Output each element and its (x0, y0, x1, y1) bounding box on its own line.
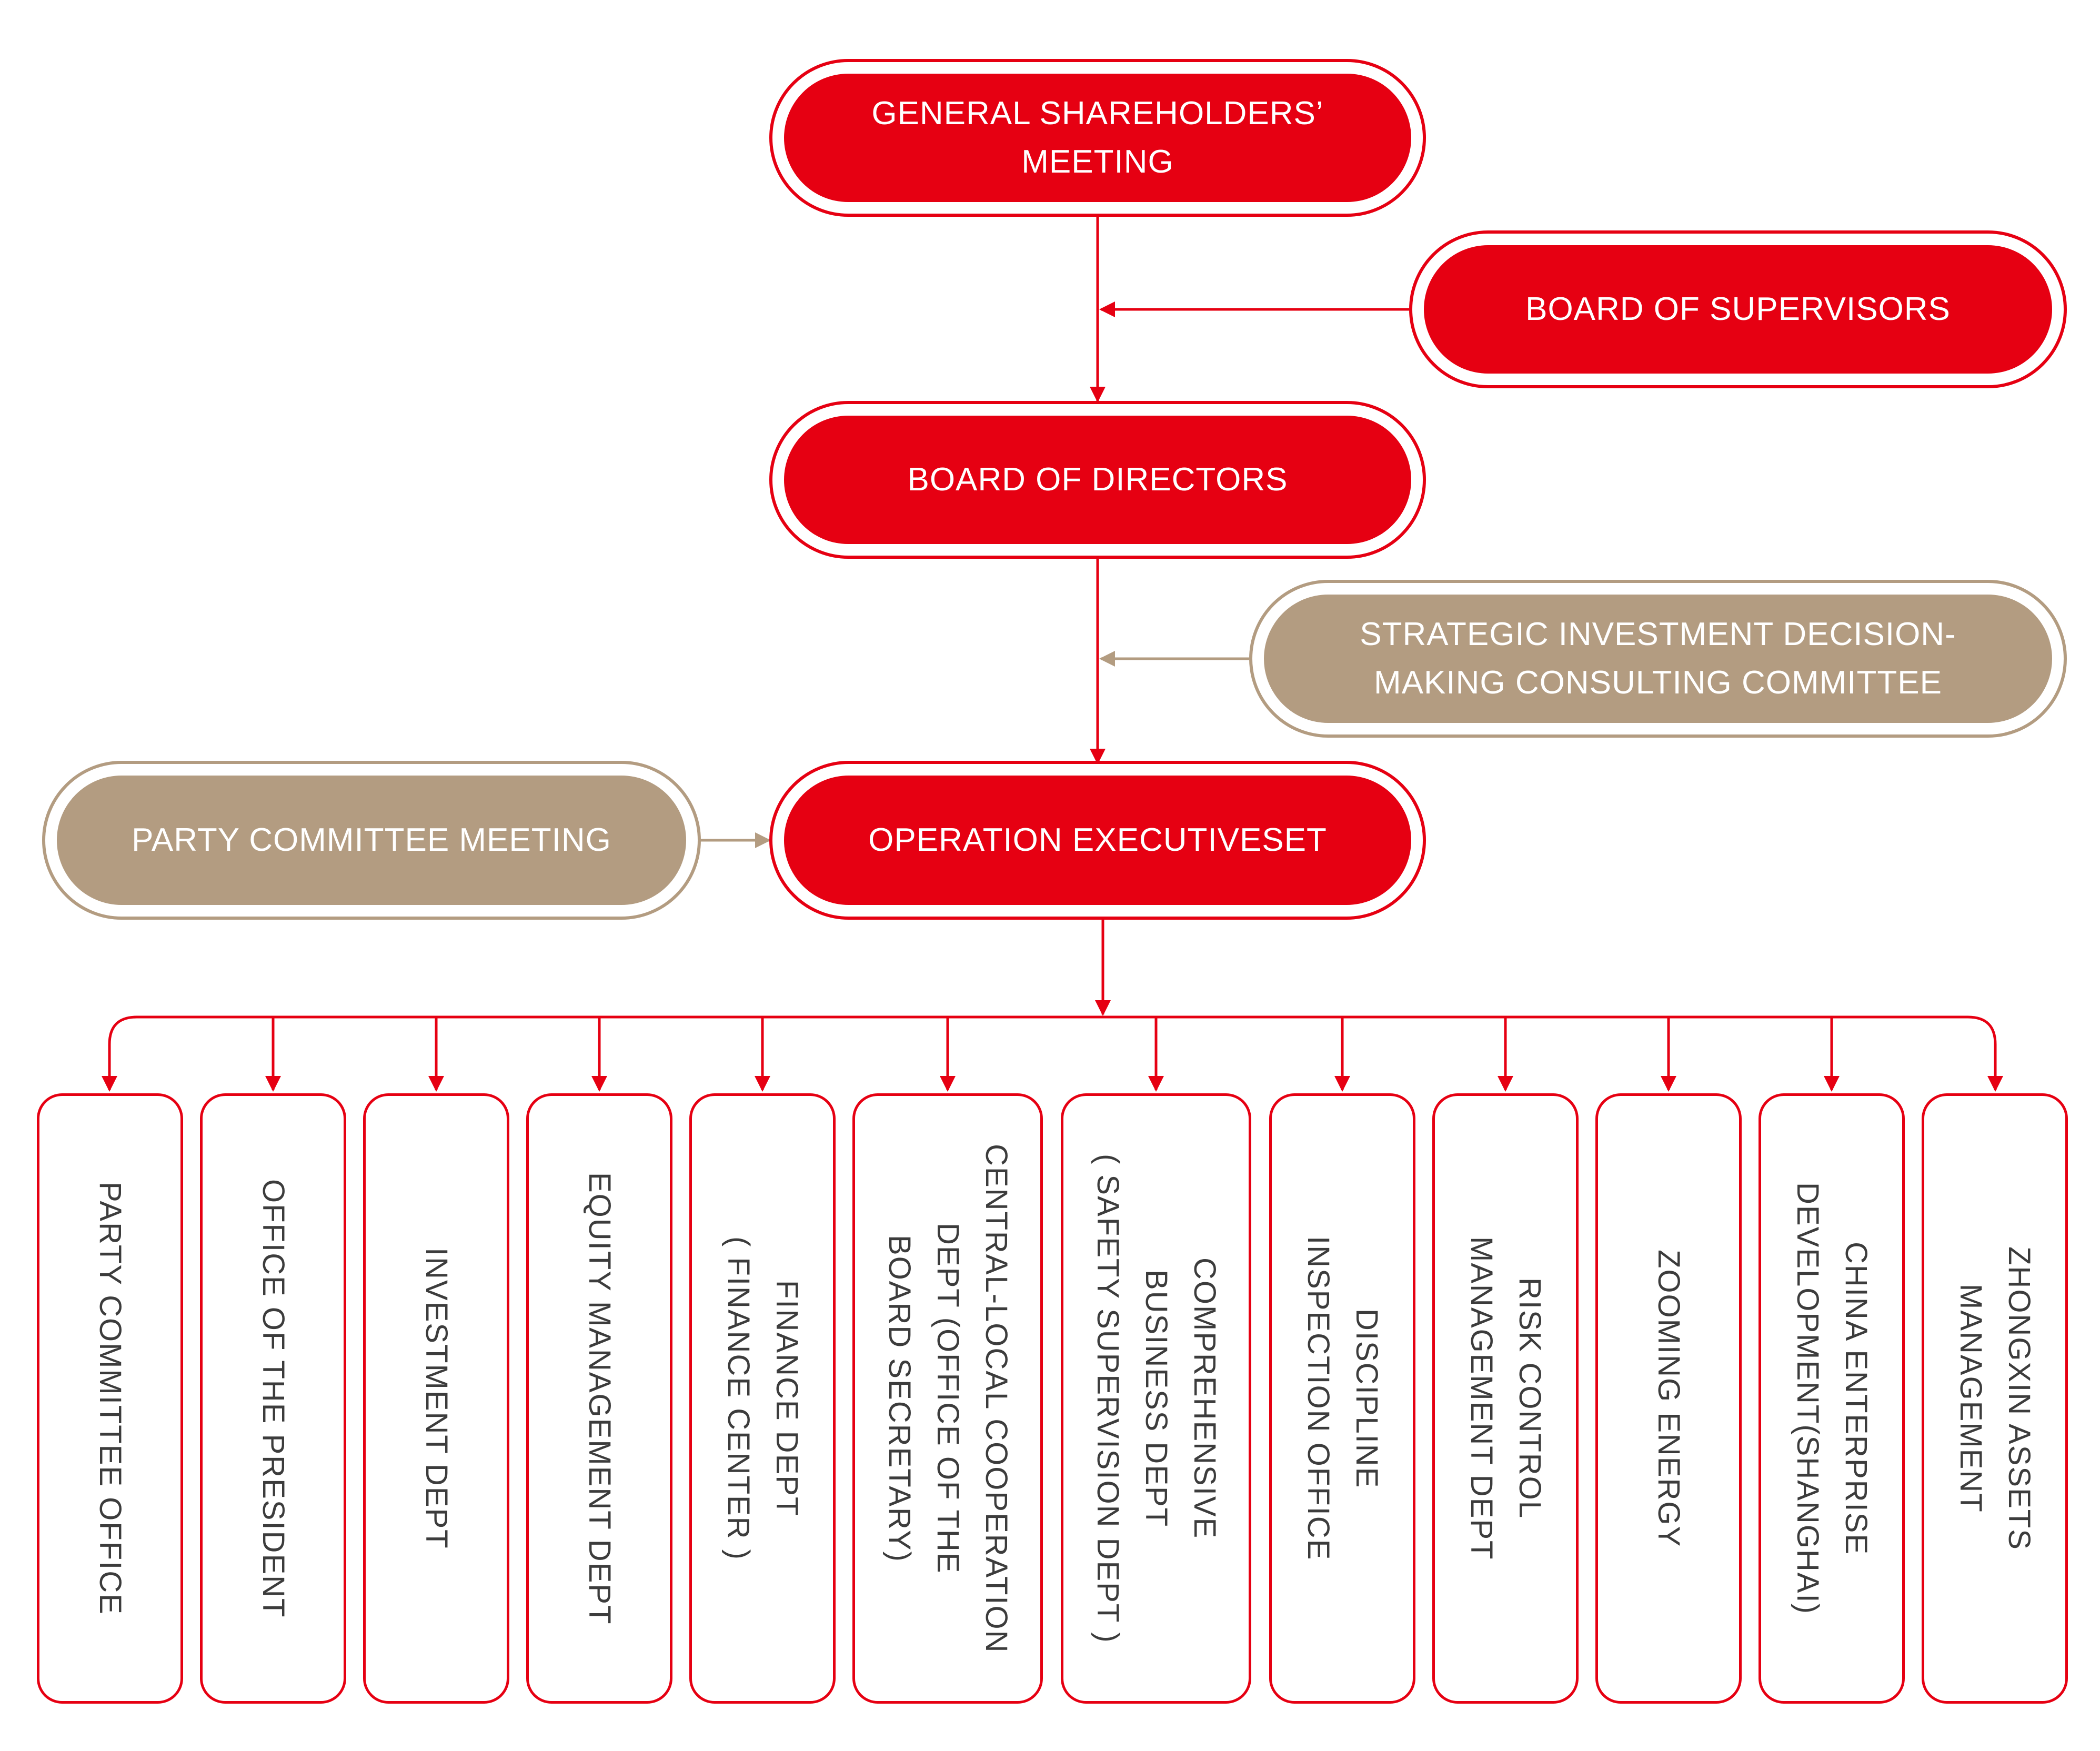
party-committee-meeting-node: PARTY COMMITTEE MEETING (42, 761, 701, 920)
board-of-directors-label: BOARD OF DIRECTORS (907, 461, 1288, 498)
dept-label: CENTRAL-LOCAL COOPERATION DEPT (OFFICE O… (882, 1143, 1013, 1654)
dept-zhongxin-assets-management: ZHONGXIN ASSETS MANAGEMENT (1922, 1093, 2068, 1704)
dept-label: COMPREHENSIVE BUSINESS DEPT ( SAFETY SUP… (1091, 1153, 1222, 1644)
dept-label: OFFICE OF THE PRESIDENT (256, 1179, 290, 1618)
dept-finance: FINANCE DEPT ( FINANCE CENTER ) (689, 1093, 836, 1704)
dept-label: RISK CONTROL MANAGEMENT DEPT (1464, 1236, 1547, 1561)
board-of-supervisors-label: BOARD OF SUPERVISORS (1525, 291, 1951, 327)
dept-label: EQUITY MANAGEMENT DEPT (582, 1172, 617, 1625)
dept-investment: INVESTMENT DEPT (363, 1093, 509, 1704)
strategic-committee-node: STRATEGIC INVESTMENT DECISION- MAKING CO… (1249, 580, 2067, 738)
dept-central-local-cooperation: CENTRAL-LOCAL COOPERATION DEPT (OFFICE O… (852, 1093, 1043, 1704)
dept-label: ZHONGXIN ASSETS MANAGEMENT (1954, 1246, 2036, 1551)
operation-executive-label: OPERATION EXECUTIVESET (868, 822, 1327, 858)
dept-label: INVESTMENT DEPT (419, 1247, 454, 1549)
general-shareholders-meeting-node: GENERAL SHAREHOLDERS’ MEETING (769, 59, 1426, 217)
dept-zooming-energy: ZOOMING ENERGY (1595, 1093, 1742, 1704)
dept-label: PARTY COMMITTEE OFFICE (93, 1182, 127, 1615)
dept-office-of-the-president: OFFICE OF THE PRESIDENT (200, 1093, 346, 1704)
dept-discipline-inspection: DISCIPLINE INSPECTION OFFICE (1269, 1093, 1415, 1704)
dept-risk-control-management: RISK CONTROL MANAGEMENT DEPT (1432, 1093, 1579, 1704)
dept-china-enterprise-development: CHINA ENTERPRISE DEVELOPMENT(SHANGHAI) (1759, 1093, 1905, 1704)
strategic-committee-label: STRATEGIC INVESTMENT DECISION- MAKING CO… (1360, 616, 1956, 701)
dept-equity-management: EQUITY MANAGEMENT DEPT (526, 1093, 672, 1704)
general-shareholders-meeting-label: GENERAL SHAREHOLDERS’ MEETING (871, 95, 1324, 180)
dept-label: DISCIPLINE INSPECTION OFFICE (1301, 1236, 1384, 1561)
party-committee-meeting-label: PARTY COMMITTEE MEETING (132, 822, 611, 858)
board-of-directors-node: BOARD OF DIRECTORS (769, 401, 1426, 559)
department-drops (265, 1017, 1840, 1092)
dept-comprehensive-business: COMPREHENSIVE BUSINESS DEPT ( SAFETY SUP… (1061, 1093, 1251, 1704)
dept-party-committee-office: PARTY COMMITTEE OFFICE (37, 1093, 183, 1704)
operation-executive-node: OPERATION EXECUTIVESET (769, 761, 1426, 920)
board-of-supervisors-node: BOARD OF SUPERVISORS (1409, 230, 2067, 388)
department-bus (108, 1015, 2003, 1092)
dept-label: CHINA ENTERPRISE DEVELOPMENT(SHANGHAI) (1791, 1182, 1873, 1615)
dept-label: ZOOMING ENERGY (1652, 1249, 1686, 1548)
dept-label: FINANCE DEPT ( FINANCE CENTER ) (721, 1236, 804, 1561)
